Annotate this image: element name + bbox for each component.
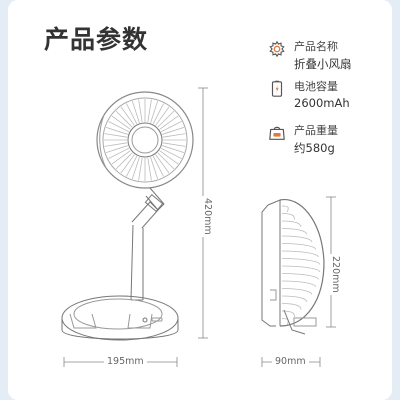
spec-label: 电池容量 <box>294 80 338 93</box>
weight-icon <box>269 126 285 140</box>
dimension-folded-height-label: 220mm <box>330 254 341 295</box>
product-spec-card <box>8 0 392 400</box>
spec-value: 2600mAh <box>294 96 350 110</box>
fan-side-view <box>261 199 325 335</box>
spec-label: 产品名称 <box>294 40 338 53</box>
page-title: 产品参数 <box>44 25 149 54</box>
dimension-width-label: 195mm <box>104 356 147 367</box>
dimension-depth-label: 90mm <box>272 356 309 367</box>
gear-icon <box>269 40 285 58</box>
spec-label: 产品重量 <box>294 124 338 137</box>
fan-front-view <box>61 91 194 341</box>
spec-value: 约580g <box>294 141 335 155</box>
battery-icon <box>271 80 283 97</box>
dimension-lines <box>63 87 336 367</box>
dimension-height-label: 420mm <box>202 196 213 237</box>
spec-value: 折叠小风扇 <box>294 57 352 71</box>
